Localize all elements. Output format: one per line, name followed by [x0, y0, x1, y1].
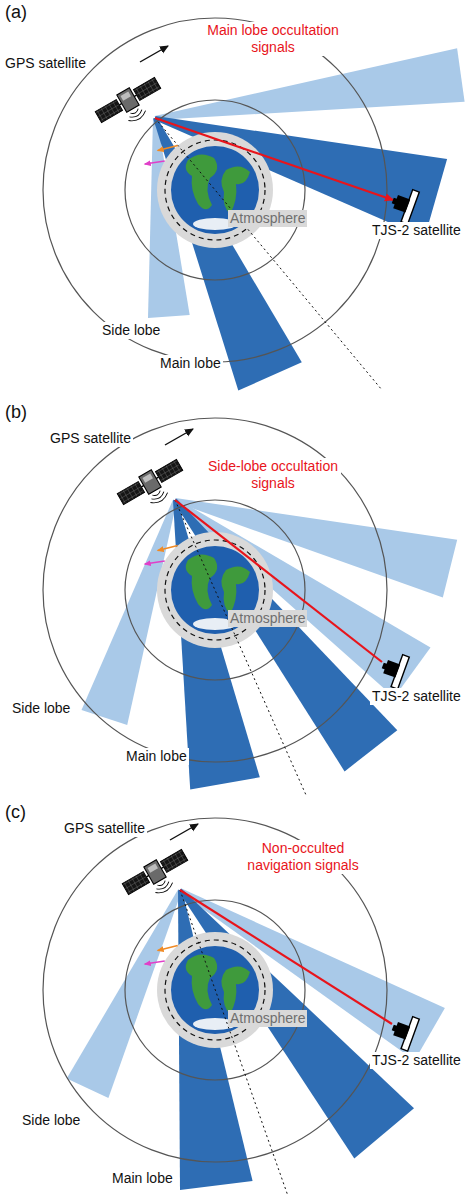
continent: [186, 954, 217, 1009]
atmosphere-label: Atmosphere: [228, 610, 307, 627]
panel-illustration: [43, 418, 457, 795]
body-detail: [143, 474, 153, 483]
antenna: [392, 1025, 398, 1032]
signal-waves: [148, 488, 170, 506]
refraction-arrow: [158, 546, 178, 551]
refraction-arrow: [145, 561, 165, 564]
side-lobe-beam: [155, 48, 465, 120]
gps-orbit-circle: [43, 18, 387, 362]
satellite-body: [144, 860, 166, 884]
body-detail: [148, 864, 158, 873]
satellite-label: GPS satellite: [3, 55, 88, 72]
main-lobe-beam: [154, 116, 447, 238]
lobe-label: Main lobe: [124, 748, 189, 765]
gps-orbit-circle: [43, 418, 387, 762]
panel-letter: (b): [3, 402, 29, 424]
solar-panel: [122, 871, 149, 894]
satellite-label: TJS-2 satellite: [370, 222, 463, 239]
satellite-body: [139, 470, 161, 494]
body-detail: [121, 92, 131, 101]
signal-ray: [180, 890, 392, 1024]
satellite-body: [117, 88, 139, 112]
solar-panel: [95, 99, 122, 122]
lobe-label: Side lobe: [100, 322, 162, 339]
solar-panel: [155, 459, 182, 482]
lobe-label: Main lobe: [158, 355, 223, 372]
continent: [221, 966, 250, 1014]
solar-panel: [117, 481, 144, 504]
nadir-line: [155, 118, 382, 390]
signal-label: Side-lobe occultation signals: [205, 458, 341, 492]
motion-arrow: [165, 429, 193, 445]
satellite-label: GPS satellite: [62, 820, 147, 837]
signal-waves: [153, 878, 175, 896]
signal-waves: [126, 106, 148, 124]
signal-ray: [175, 500, 382, 662]
nadir-line: [175, 500, 306, 795]
gps-satellite-icon: [120, 846, 195, 908]
motion-arrow: [170, 824, 198, 840]
satellite-label: TJS-2 satellite: [370, 1052, 463, 1069]
solar-panel: [133, 77, 160, 100]
tjs2-satellite-icon: [387, 185, 419, 224]
panel-letter: (a): [3, 2, 29, 24]
satellite-label: GPS satellite: [48, 430, 133, 447]
leo-orbit-circle: [125, 500, 305, 680]
motion-arrow: [140, 46, 168, 62]
lobe-label: Side lobe: [10, 700, 72, 717]
continent: [186, 554, 217, 609]
refraction-arrow: [145, 961, 165, 964]
tjs2-satellite-icon: [377, 650, 409, 689]
antenna: [392, 198, 398, 205]
nadir-line: [180, 890, 288, 1196]
panel-illustration: [43, 18, 465, 391]
signal-label: Non-occulted navigation signals: [235, 840, 371, 874]
refraction-arrow: [145, 161, 165, 164]
tjs2-satellite-icon: [387, 1012, 419, 1051]
refraction-arrow: [158, 946, 178, 951]
continent: [221, 566, 250, 614]
atmosphere-label: Atmosphere: [228, 1010, 307, 1027]
gps-satellite-icon: [115, 456, 190, 518]
refraction-arrow: [158, 146, 178, 151]
antenna: [382, 663, 388, 670]
leo-orbit-circle: [125, 100, 305, 280]
satellite-label: TJS-2 satellite: [370, 688, 463, 705]
continent: [186, 154, 217, 209]
solar-panel: [160, 849, 187, 872]
signal-ray: [155, 118, 393, 200]
signal-label: Main lobe occultation signals: [205, 22, 341, 56]
continent: [221, 166, 250, 214]
panel-illustration: [43, 818, 445, 1196]
panel-letter: (c): [3, 802, 28, 824]
lobe-label: Main lobe: [110, 1170, 175, 1187]
atmosphere-label: Atmosphere: [228, 210, 307, 227]
atmosphere-ring: [157, 132, 273, 248]
atmosphere-ring: [157, 532, 273, 648]
lobe-label: Side lobe: [20, 1112, 82, 1129]
gps-satellite-icon: [93, 74, 168, 136]
